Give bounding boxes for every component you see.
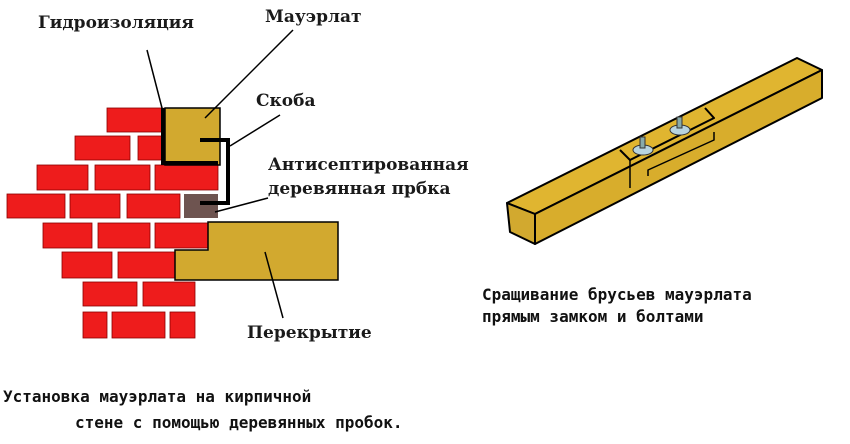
mauerlat-beam: [164, 107, 221, 166]
leader-lines: [146, 29, 294, 319]
brick-wall: [6, 107, 219, 339]
brick: [126, 193, 181, 219]
brick: [74, 135, 131, 161]
floor-slab: [174, 221, 339, 281]
brick: [154, 164, 219, 191]
brick: [154, 222, 209, 249]
brick: [69, 193, 121, 219]
brick: [111, 311, 166, 339]
spliced-beam: [506, 57, 823, 245]
label-bracket: Скоба: [256, 91, 316, 111]
caption-left-line2: стене с помощью деревянных пробок.: [75, 413, 403, 432]
brick: [82, 281, 138, 307]
brick: [169, 311, 196, 339]
brick: [82, 311, 108, 339]
caption-right-line2: прямым замком и болтами: [482, 307, 704, 326]
brick: [117, 251, 176, 279]
bolt-icon: [632, 136, 654, 156]
brick: [137, 135, 164, 161]
label-mauerlat: Мауэрлат: [265, 7, 362, 27]
brick: [42, 222, 93, 249]
brick: [94, 164, 151, 191]
brick: [142, 281, 196, 307]
bracket: [200, 138, 230, 205]
label-plug-line2: деревянная прбка: [268, 179, 451, 199]
brick: [36, 164, 89, 191]
caption-right-line1: Сращивание брусьев мауэрлата: [482, 285, 752, 304]
label-floor: Перекрытие: [247, 323, 372, 343]
label-waterproofing: Гидроизоляция: [38, 13, 194, 33]
waterproofing-layer: [161, 108, 218, 165]
brick: [106, 107, 164, 133]
bolt-icon: [669, 116, 691, 136]
label-plug-line1: Антисептированная: [268, 155, 469, 175]
brick: [97, 222, 151, 249]
caption-left-line1: Установка мауэрлата на кирпичной: [3, 387, 311, 406]
wooden-plug: [184, 194, 218, 218]
brick: [6, 193, 66, 219]
brick: [61, 251, 113, 279]
